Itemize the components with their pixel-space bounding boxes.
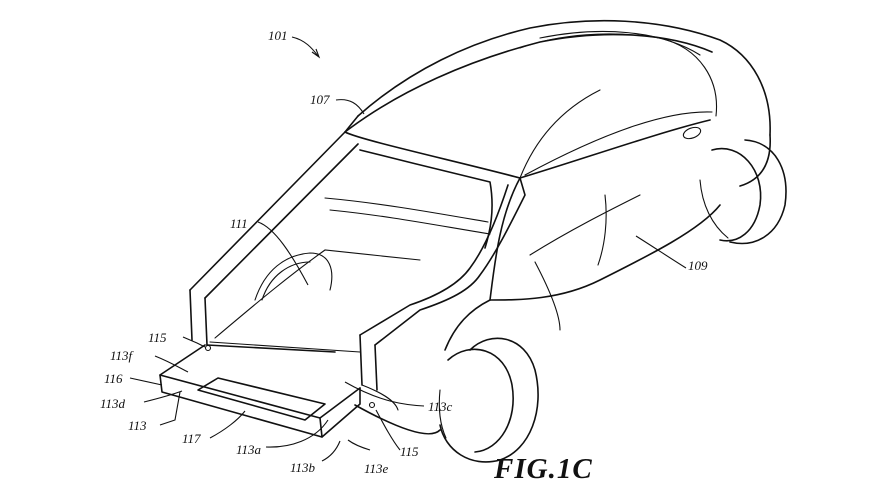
front-wheel [699, 139, 787, 245]
ref-117-label: 117 [182, 431, 201, 446]
leader-lines [129, 36, 687, 462]
ref-113b-label: 113b [290, 460, 316, 475]
vehicle-side [444, 134, 771, 351]
ref-109-label: 109 [688, 258, 708, 273]
ref-113d-label: 113d [100, 396, 126, 411]
ref-115-top-label: 115 [148, 330, 167, 345]
truck-bed [189, 131, 526, 411]
rear-wheel [354, 337, 539, 463]
ref-116-label: 116 [104, 371, 123, 386]
ref-113f-label: 113f [110, 348, 135, 363]
figure-caption: FIG.1C [493, 453, 593, 485]
tailgate-step [159, 344, 376, 438]
ref-107-label: 107 [310, 92, 330, 107]
ref-113-label: 113 [128, 418, 147, 433]
ref-113c-label: 113c [428, 399, 453, 414]
reference-labels: 101 107 109 111 115 113f 116 113d 113 11… [100, 28, 708, 476]
vehicle-cabin [344, 19, 771, 179]
ref-115-bottom-label: 115 [400, 444, 419, 459]
ref-111-label: 111 [230, 216, 248, 231]
ref-113e-label: 113e [364, 461, 389, 476]
ref-101-label: 101 [268, 28, 288, 43]
ref-113a-label: 113a [236, 442, 262, 457]
